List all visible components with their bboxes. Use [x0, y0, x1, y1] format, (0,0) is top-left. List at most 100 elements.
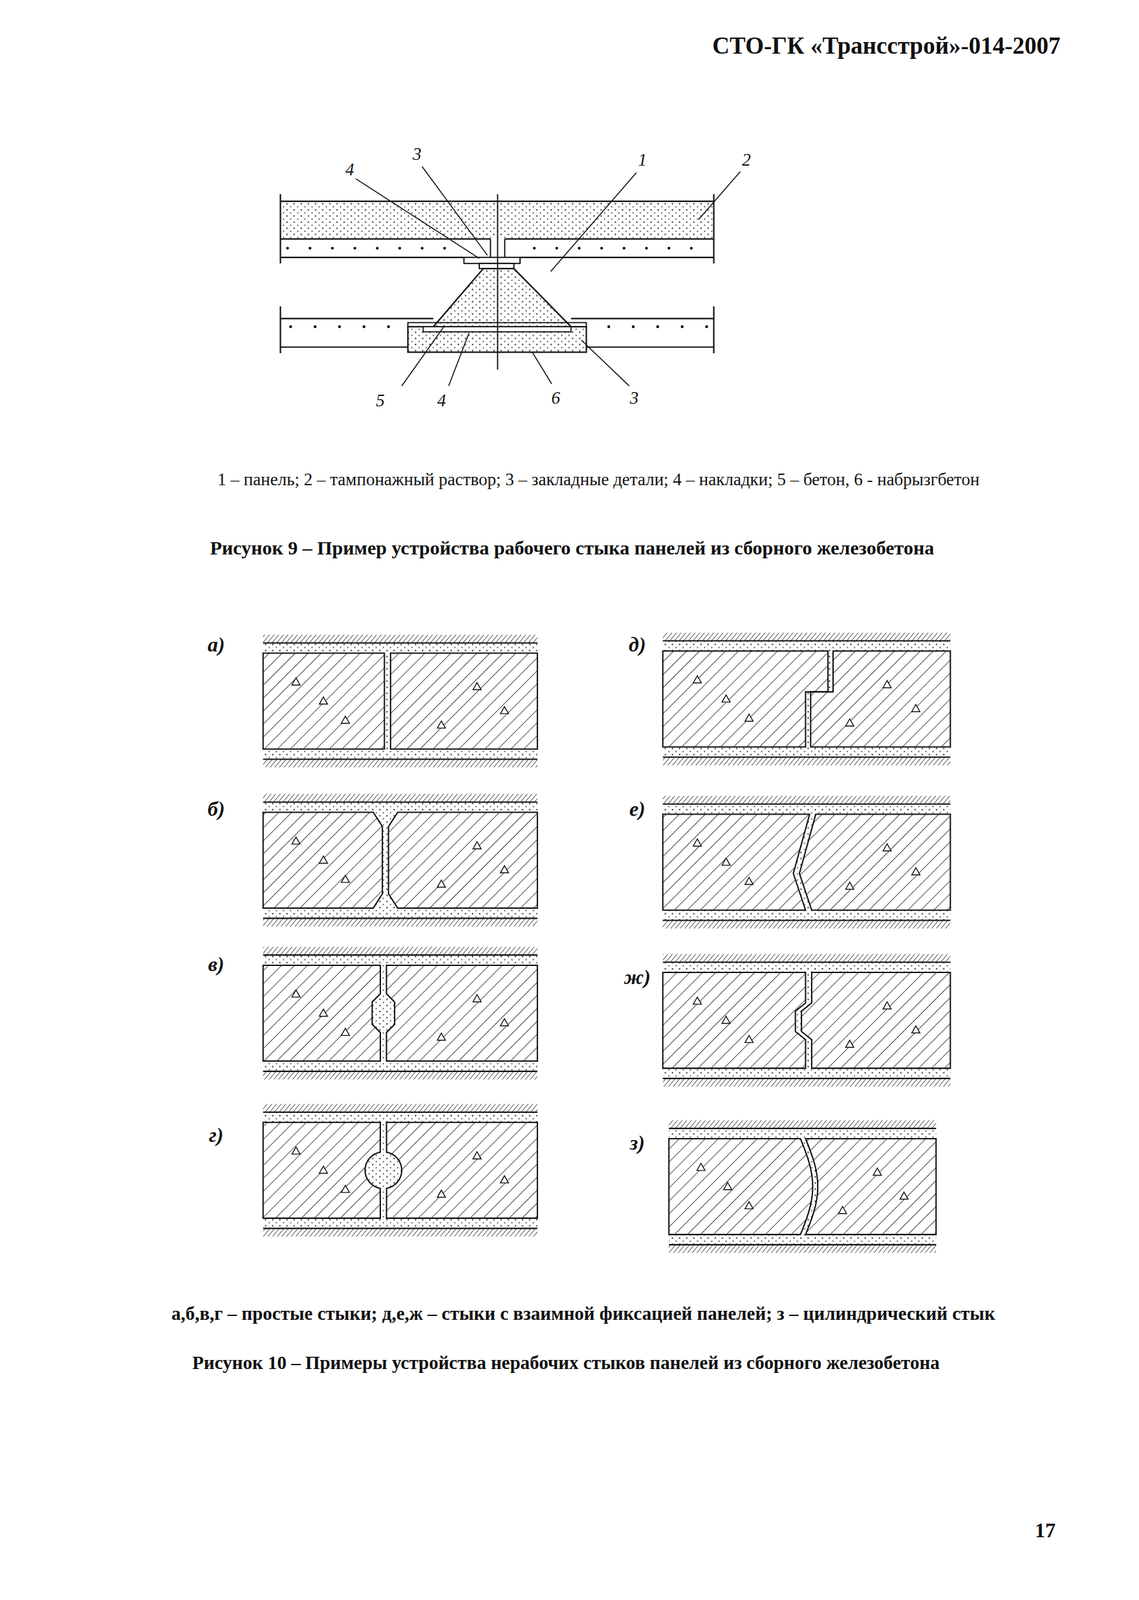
outline	[280, 238, 491, 240]
subfigure-label: е)	[629, 796, 646, 821]
axis-line	[496, 194, 499, 370]
panel-fill	[390, 652, 538, 749]
rebar	[622, 246, 626, 250]
aggregate	[291, 1146, 301, 1154]
aggregate	[745, 714, 754, 722]
panel-fill	[662, 650, 828, 747]
aggregate	[437, 720, 446, 728]
aggregate	[721, 1016, 731, 1024]
rebar	[375, 246, 379, 250]
aggregate	[911, 704, 921, 712]
outline	[279, 305, 281, 354]
rebar	[532, 246, 536, 250]
aggregate	[341, 1027, 350, 1035]
panel-body	[668, 1138, 813, 1235]
aggregate	[693, 675, 702, 683]
aggregate	[882, 680, 892, 688]
rebar	[644, 246, 648, 250]
aggregate	[341, 1184, 350, 1193]
panel-fill	[801, 972, 951, 1068]
concrete	[433, 268, 572, 327]
rebar	[600, 246, 603, 250]
ground-hatch	[668, 1244, 936, 1253]
shotcrete-layer	[662, 640, 951, 758]
aggregate	[911, 1025, 921, 1033]
outline	[586, 346, 715, 348]
ground-hatch	[263, 634, 538, 643]
aggregate	[291, 677, 301, 685]
aggregate	[291, 836, 301, 845]
ground-hatch	[662, 632, 951, 641]
panel-body	[805, 1138, 936, 1235]
ground-hatch	[662, 1078, 951, 1087]
aggregate	[721, 694, 731, 702]
figure-caption: Рисунок 9 – Пример устройства рабочего с…	[210, 536, 935, 560]
panel-body	[801, 972, 951, 1068]
subfigure-label: з)	[629, 1129, 645, 1155]
page-number: 17	[1034, 1517, 1056, 1542]
outline	[571, 317, 715, 319]
rebar	[338, 325, 341, 328]
ground-hatch	[662, 954, 951, 963]
aggregate	[472, 994, 482, 1002]
aggregate	[845, 718, 854, 726]
shotcrete-layer	[662, 803, 951, 921]
aggregate	[721, 857, 731, 865]
panel-body	[263, 811, 383, 908]
leader-line	[581, 339, 630, 386]
panel-fill	[805, 1138, 936, 1235]
rebar	[705, 325, 708, 328]
shotcrete-layer	[263, 802, 538, 919]
rebar	[555, 246, 559, 250]
aggregate	[319, 1008, 328, 1017]
rebar	[667, 246, 671, 250]
leader-line	[698, 171, 741, 220]
rebar	[607, 325, 610, 328]
shotcrete-layer	[263, 954, 538, 1072]
aggregate	[693, 996, 702, 1004]
aggregate	[693, 838, 702, 847]
ground-hatch	[263, 946, 538, 956]
cover-plate	[479, 263, 515, 269]
aggregate	[882, 1001, 892, 1009]
aggregate	[437, 1032, 446, 1041]
subfigure-label: в)	[208, 951, 225, 977]
figure-legend: 1 – панель; 2 – тампонажный раствор; 3 –…	[168, 468, 1029, 490]
rebar	[285, 246, 289, 250]
panel-body	[386, 965, 538, 1061]
panel-body	[263, 965, 381, 1061]
ground-hatch	[263, 1228, 538, 1237]
rebar	[690, 246, 693, 250]
callout-number: 5	[375, 390, 385, 411]
ground-hatch	[263, 793, 538, 803]
aggregate	[500, 1018, 510, 1026]
aggregate	[873, 1167, 882, 1175]
figure-legend: а,б,в,г – простые стыки; д,е,ж – стыки с…	[171, 1301, 996, 1325]
ground-hatch	[662, 756, 951, 766]
panel-fill	[668, 1138, 813, 1235]
callout-number: 3	[629, 387, 640, 409]
figure-caption: Рисунок 10 – Примеры устройства нерабочи…	[192, 1351, 940, 1374]
callout-number: 1	[637, 149, 647, 171]
callout-number: 3	[412, 143, 422, 165]
panel-body	[263, 652, 385, 749]
subfigure-label: б)	[207, 796, 226, 821]
outline	[280, 317, 434, 319]
ground-hatch	[668, 1120, 936, 1129]
panel-body	[386, 1122, 538, 1218]
outline	[279, 194, 281, 264]
rebar	[443, 246, 446, 250]
panel-fill	[386, 965, 538, 1061]
leader-line	[448, 332, 470, 386]
panel-fill	[263, 811, 383, 908]
aggregate	[472, 682, 482, 690]
aggregate	[845, 1040, 854, 1048]
panel-body	[662, 972, 806, 1068]
rebar	[386, 325, 390, 328]
subfigure-label: г)	[208, 1122, 224, 1147]
aggregate	[500, 706, 510, 714]
panel-fill	[799, 814, 951, 911]
shotcrete-layer	[662, 961, 951, 1079]
aggregate	[911, 867, 921, 875]
panel-body	[388, 811, 538, 908]
